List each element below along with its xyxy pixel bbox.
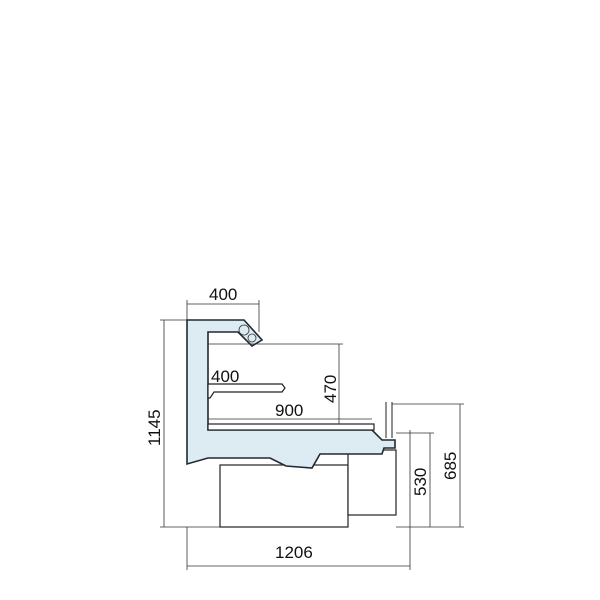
upper-shelf xyxy=(207,383,286,399)
dim-shelf-height: 470 xyxy=(321,375,340,403)
display-deck xyxy=(207,423,375,431)
dim-top-width: 400 xyxy=(209,285,237,304)
dim-rear-height: 530 xyxy=(411,468,430,496)
cabinet-base xyxy=(219,464,349,528)
canopy-light-2 xyxy=(247,333,257,343)
canopy-light xyxy=(238,324,250,336)
dim-shelf-depth: 400 xyxy=(211,367,239,386)
dim-total-width: 1206 xyxy=(275,543,313,562)
dim-counter-height: 685 xyxy=(441,452,460,480)
dim-deck-depth: 900 xyxy=(275,401,303,420)
cabinet-profile xyxy=(186,319,396,469)
rear-service-box xyxy=(347,449,397,516)
dim-total-height: 1145 xyxy=(145,409,164,446)
